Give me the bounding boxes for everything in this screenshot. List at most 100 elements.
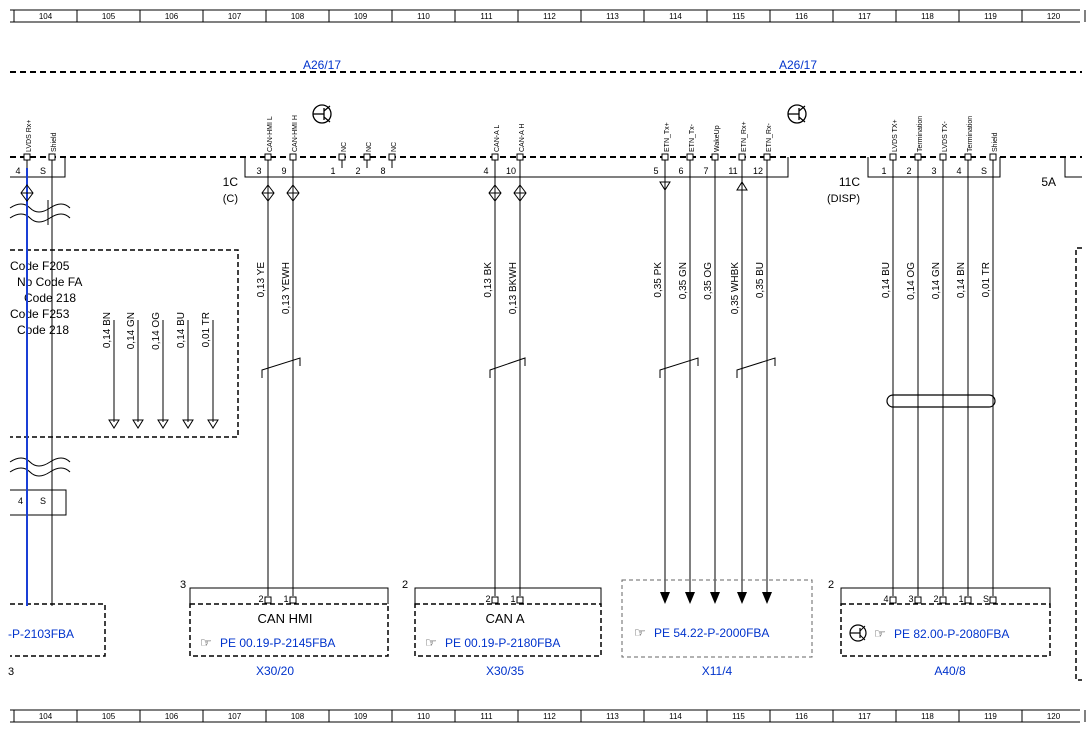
- connector-id-5a[interactable]: 5A: [1041, 175, 1056, 189]
- wire-label: 0,14 GN: [126, 312, 137, 349]
- pin-number: 1: [881, 166, 886, 176]
- wire-label: 0,01 TR: [981, 262, 992, 297]
- code-note-f205: Code F205: [10, 259, 70, 273]
- grid-column-label: 109: [354, 12, 368, 21]
- grid-column-label: 111: [480, 712, 493, 721]
- pin-number: 2: [258, 594, 263, 604]
- pin-number: 1: [958, 594, 963, 604]
- twisted-pair-marks: [261, 357, 776, 378]
- pin-number: 4: [15, 166, 20, 176]
- reference-pointer-icon: ☞: [874, 626, 886, 641]
- pin-number: 1: [330, 166, 335, 176]
- grid-column-label: 115: [732, 712, 745, 721]
- pin-name: CAN-A H: [519, 124, 526, 152]
- grid-column-label: 104: [39, 12, 53, 21]
- grid-column-label: 107: [228, 12, 242, 21]
- connector-id-1c[interactable]: 1C: [223, 175, 239, 189]
- grid-column-label: 117: [858, 712, 871, 721]
- pin-name: LVDS TX-: [942, 120, 949, 152]
- connector-id-11c[interactable]: 11C: [839, 175, 860, 189]
- pin-number: 1: [510, 594, 515, 604]
- wire-label: 0,35 OG: [703, 262, 714, 300]
- svg-text:☞: ☞: [200, 635, 212, 650]
- pin-number: 7: [703, 166, 708, 176]
- svg-text:☞: ☞: [425, 635, 437, 650]
- svg-text:☞: ☞: [874, 626, 886, 641]
- pin-number: 11: [728, 166, 737, 176]
- grid-column-label: 111: [480, 12, 493, 21]
- reference-link[interactable]: PE 82.00-P-2080FBA: [894, 627, 1009, 641]
- component-sheet-number: 3: [180, 579, 186, 591]
- pin-name: LVDS Rx+: [26, 120, 33, 152]
- pin-name: CAN-A L: [494, 125, 501, 152]
- component-id-x30-20[interactable]: X30/20: [256, 664, 294, 678]
- connector-strip: [10, 156, 1082, 178]
- ground-symbol-icon: [849, 624, 867, 642]
- component-box-left: [10, 603, 106, 657]
- wire-label: 0,01 TR: [201, 312, 212, 347]
- component-title: CAN HMI: [258, 611, 313, 626]
- reference-pointer-icon: ☞: [634, 625, 646, 640]
- reference-pointer-icon: ☞: [425, 635, 437, 650]
- grid-column-label: 115: [732, 12, 745, 21]
- grid-column-label: 113: [606, 712, 619, 721]
- grid-column-label: 120: [1047, 712, 1061, 721]
- code-note-no-code-fa: No Code FA: [17, 275, 82, 289]
- module-label-a26-17-right[interactable]: A26/17: [779, 58, 817, 72]
- left-shield-crossing: [9, 200, 71, 477]
- pin-name: CAN-HMI L: [267, 116, 274, 152]
- reference-link[interactable]: PE 00.19-P-2180FBA: [445, 636, 560, 650]
- component-box-a40-8: [840, 603, 1051, 657]
- pin-name: NC: [391, 142, 398, 152]
- wire-label: 0,14 BN: [956, 262, 967, 298]
- grid-column-label: 112: [543, 12, 556, 21]
- wire-label: 0,13 BKWH: [508, 262, 519, 314]
- pin-number: 2: [906, 166, 911, 176]
- grid-column-label: 107: [228, 712, 242, 721]
- pin-number: 5: [653, 166, 658, 176]
- shield-sleeve: [886, 394, 996, 408]
- grid-column-label: 110: [417, 12, 430, 21]
- pin-number: 2: [485, 594, 490, 604]
- grid-column-label: 116: [795, 712, 808, 721]
- pin-name: Termination: [967, 116, 974, 152]
- wire-label: 0,13 BK: [483, 262, 494, 298]
- component-id-x11-4[interactable]: X11/4: [702, 664, 733, 678]
- grid-column-label: 118: [921, 12, 934, 21]
- pin-number: 4: [956, 166, 961, 176]
- grid-column-label: 112: [543, 712, 556, 721]
- code-note-218-a: Code 218: [24, 291, 76, 305]
- grid-column-label: 114: [669, 12, 682, 21]
- pin-number: S: [40, 496, 46, 506]
- pin-name: CAN-HMI H: [292, 115, 299, 152]
- reference-link[interactable]: PE 54.22-P-2000FBA: [654, 626, 769, 640]
- wire-label: 0,14 GN: [931, 262, 942, 299]
- grid-column-label: 119: [984, 712, 997, 721]
- wire-label: 0,13 YEWH: [281, 262, 292, 314]
- wire-label: 0,14 BU: [176, 312, 187, 348]
- module-label-a26-17-left[interactable]: A26/17: [303, 58, 341, 72]
- pin-number: 9: [281, 166, 286, 176]
- reference-link[interactable]: -P-2103FBA: [8, 627, 74, 641]
- pin-number: S: [983, 594, 989, 604]
- grid-column-label: 118: [921, 712, 934, 721]
- component-sheet-number: 2: [402, 579, 408, 591]
- pin-name: Shield: [992, 132, 999, 152]
- wire-label: 0,35 WHBK: [730, 262, 741, 315]
- component-id-a40-8[interactable]: A40/8: [934, 664, 966, 678]
- pin-number: 10: [506, 166, 516, 176]
- component-box-x30-20: [189, 603, 389, 657]
- reference-link[interactable]: PE 00.19-P-2145FBA: [220, 636, 335, 650]
- pin-name: ETN_Rx-: [766, 123, 773, 152]
- pin-number: 4: [483, 166, 488, 176]
- component-box-x11-4: [621, 579, 813, 658]
- component-id-x30-35[interactable]: X30/35: [486, 664, 524, 678]
- grid-column-label: 119: [984, 12, 997, 21]
- connector-sub-11c: (DISP): [827, 193, 860, 205]
- grid-column-label: 108: [291, 12, 305, 21]
- pin-number: 8: [380, 166, 385, 176]
- component-box-x30-35: [414, 603, 602, 657]
- grid-column-label: 104: [39, 712, 53, 721]
